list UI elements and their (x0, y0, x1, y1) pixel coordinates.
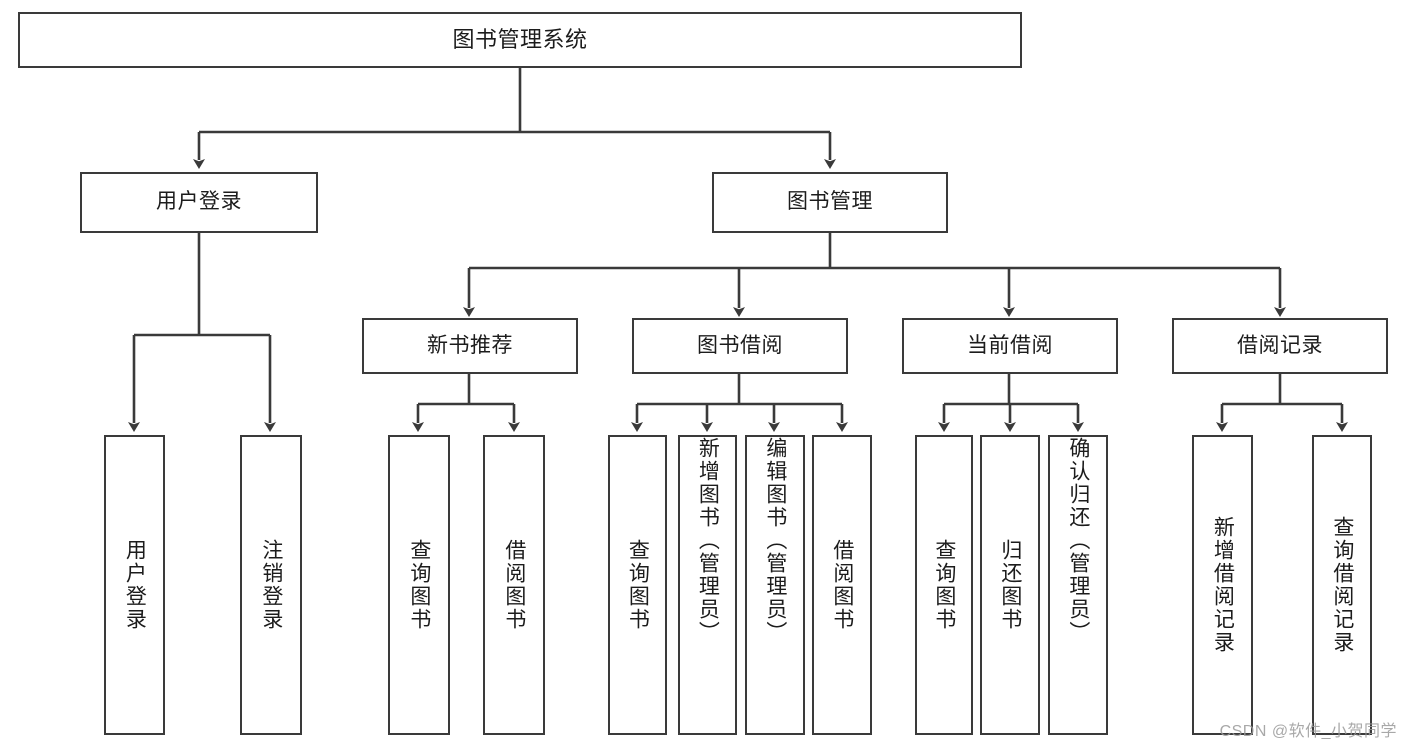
leaf-query-book-2[interactable]: 查询图书 (608, 435, 667, 735)
leaf-query-record-label: 查询借阅记录 (1330, 516, 1354, 654)
node-current-borrow[interactable]: 当前借阅 (902, 318, 1118, 374)
leaf-borrow-book-1[interactable]: 借阅图书 (483, 435, 545, 735)
node-borrow-record[interactable]: 借阅记录 (1172, 318, 1388, 374)
node-root-label: 图书管理系统 (452, 27, 588, 53)
leaf-query-record[interactable]: 查询借阅记录 (1312, 435, 1372, 735)
node-book-manage[interactable]: 图书管理 (712, 172, 948, 233)
leaf-query-book-1[interactable]: 查询图书 (388, 435, 450, 735)
leaf-borrow-book-1-label: 借阅图书 (502, 539, 526, 631)
node-new-book-recommend[interactable]: 新书推荐 (362, 318, 578, 374)
leaf-query-book-3-label: 查询图书 (932, 539, 956, 631)
leaf-add-record[interactable]: 新增借阅记录 (1192, 435, 1253, 735)
leaf-add-record-label: 新增借阅记录 (1211, 516, 1235, 654)
leaf-edit-book[interactable]: 编辑图书（管理员） (745, 435, 805, 735)
leaf-return-book-label: 归还图书 (998, 539, 1022, 631)
node-root[interactable]: 图书管理系统 (18, 12, 1022, 68)
node-book-borrow-label: 图书借阅 (697, 333, 783, 357)
leaf-user-login-label: 用户登录 (123, 539, 147, 631)
node-current-borrow-label: 当前借阅 (967, 333, 1053, 357)
node-borrow-record-label: 借阅记录 (1237, 333, 1323, 357)
leaf-add-book-label: 新增图书（管理员） (696, 437, 720, 644)
leaf-edit-book-label: 编辑图书（管理员） (763, 437, 787, 644)
leaf-borrow-book-2[interactable]: 借阅图书 (812, 435, 872, 735)
leaf-query-book-1-label: 查询图书 (407, 539, 431, 631)
leaf-logout[interactable]: 注销登录 (240, 435, 302, 735)
leaf-query-book-2-label: 查询图书 (626, 539, 650, 631)
leaf-confirm-return[interactable]: 确认归还（管理员） (1048, 435, 1108, 735)
leaf-add-book[interactable]: 新增图书（管理员） (678, 435, 737, 735)
leaf-user-login[interactable]: 用户登录 (104, 435, 165, 735)
node-book-borrow[interactable]: 图书借阅 (632, 318, 848, 374)
leaf-logout-label: 注销登录 (259, 539, 283, 631)
node-new-book-recommend-label: 新书推荐 (427, 333, 513, 357)
leaf-return-book[interactable]: 归还图书 (980, 435, 1040, 735)
node-book-manage-label: 图书管理 (787, 190, 873, 214)
csdn-watermark: CSDN @软件_小贺同学 (1219, 723, 1397, 740)
leaf-confirm-return-label: 确认归还（管理员） (1066, 437, 1090, 644)
leaf-borrow-book-2-label: 借阅图书 (830, 539, 854, 631)
node-user-login-label: 用户登录 (156, 190, 242, 214)
leaf-query-book-3[interactable]: 查询图书 (915, 435, 973, 735)
node-user-login[interactable]: 用户登录 (80, 172, 318, 233)
